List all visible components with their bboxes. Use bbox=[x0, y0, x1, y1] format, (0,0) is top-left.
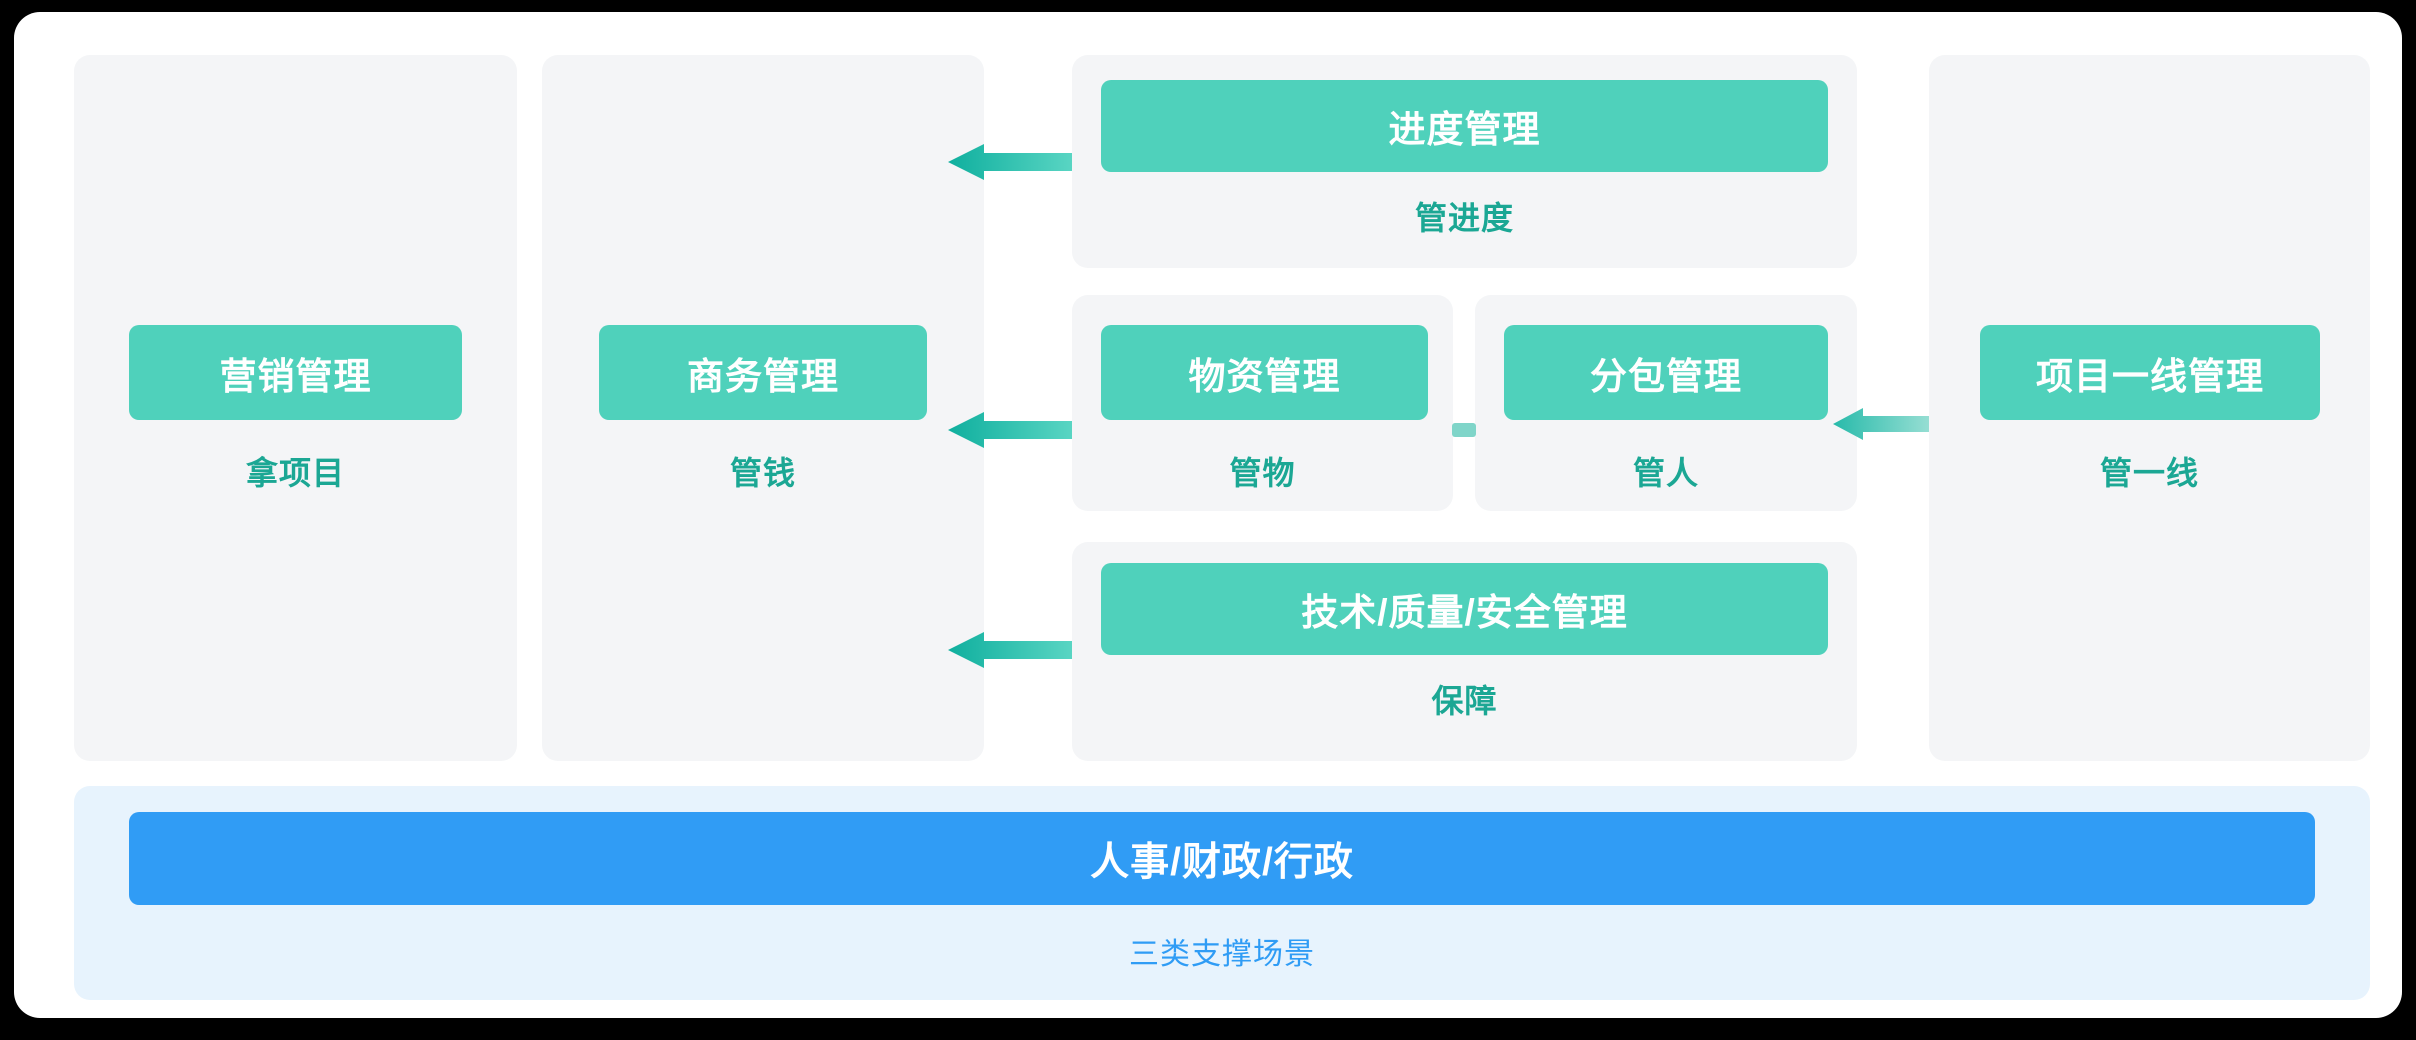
progress-sublabel: 管进度 bbox=[1414, 200, 1514, 236]
subcontract-sublabel: 管人 bbox=[1632, 455, 1699, 491]
materials-sublabel: 管物 bbox=[1229, 455, 1296, 491]
support-sublabel: 三类支撑场景 bbox=[1129, 938, 1315, 971]
marketing-node: 营销管理 bbox=[129, 325, 462, 420]
progress-node: 进度管理 bbox=[1101, 80, 1828, 172]
frontline-node: 项目一线管理 bbox=[1980, 325, 2320, 420]
quality-node: 技术/质量/安全管理 bbox=[1101, 563, 1828, 655]
materials-node: 物资管理 bbox=[1101, 325, 1428, 420]
panel-connector bbox=[1452, 423, 1476, 437]
support-node: 人事/财政/行政 bbox=[129, 812, 2315, 905]
marketing-sublabel: 拿项目 bbox=[245, 455, 345, 491]
business-node: 商务管理 bbox=[599, 325, 927, 420]
arrow-left-quality-icon bbox=[948, 632, 1072, 668]
arrow-left-frontline-icon bbox=[1833, 408, 1929, 440]
subcontract-node: 分包管理 bbox=[1504, 325, 1828, 420]
arrow-left-progress-icon bbox=[948, 144, 1072, 180]
business-sublabel: 管钱 bbox=[729, 455, 796, 491]
arrow-left-materials-icon bbox=[948, 412, 1072, 448]
quality-sublabel: 保障 bbox=[1431, 683, 1498, 719]
diagram-card: 营销管理 商务管理 进度管理 物资管理 分包管理 技术/质量/安全管理 项目一线… bbox=[14, 12, 2402, 1018]
frontline-sublabel: 管一线 bbox=[2099, 455, 2199, 491]
